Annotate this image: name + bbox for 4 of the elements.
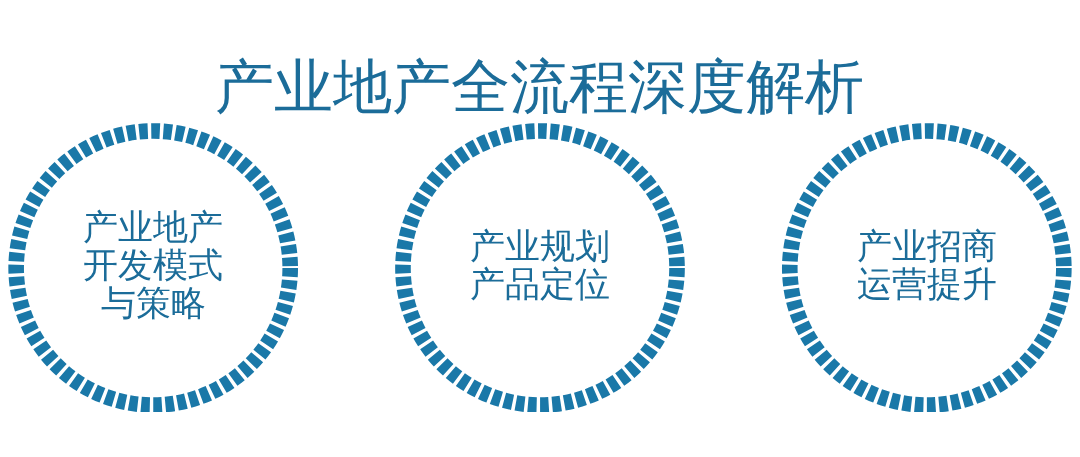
node-circle: 产业招商运营提升 (781, 122, 1072, 412)
diagram-title: 产业地产全流程深度解析 (215, 51, 865, 121)
node-circle: 产业规划产品定位 (395, 122, 685, 412)
node-circle: 产业地产开发模式与策略 (8, 122, 299, 412)
